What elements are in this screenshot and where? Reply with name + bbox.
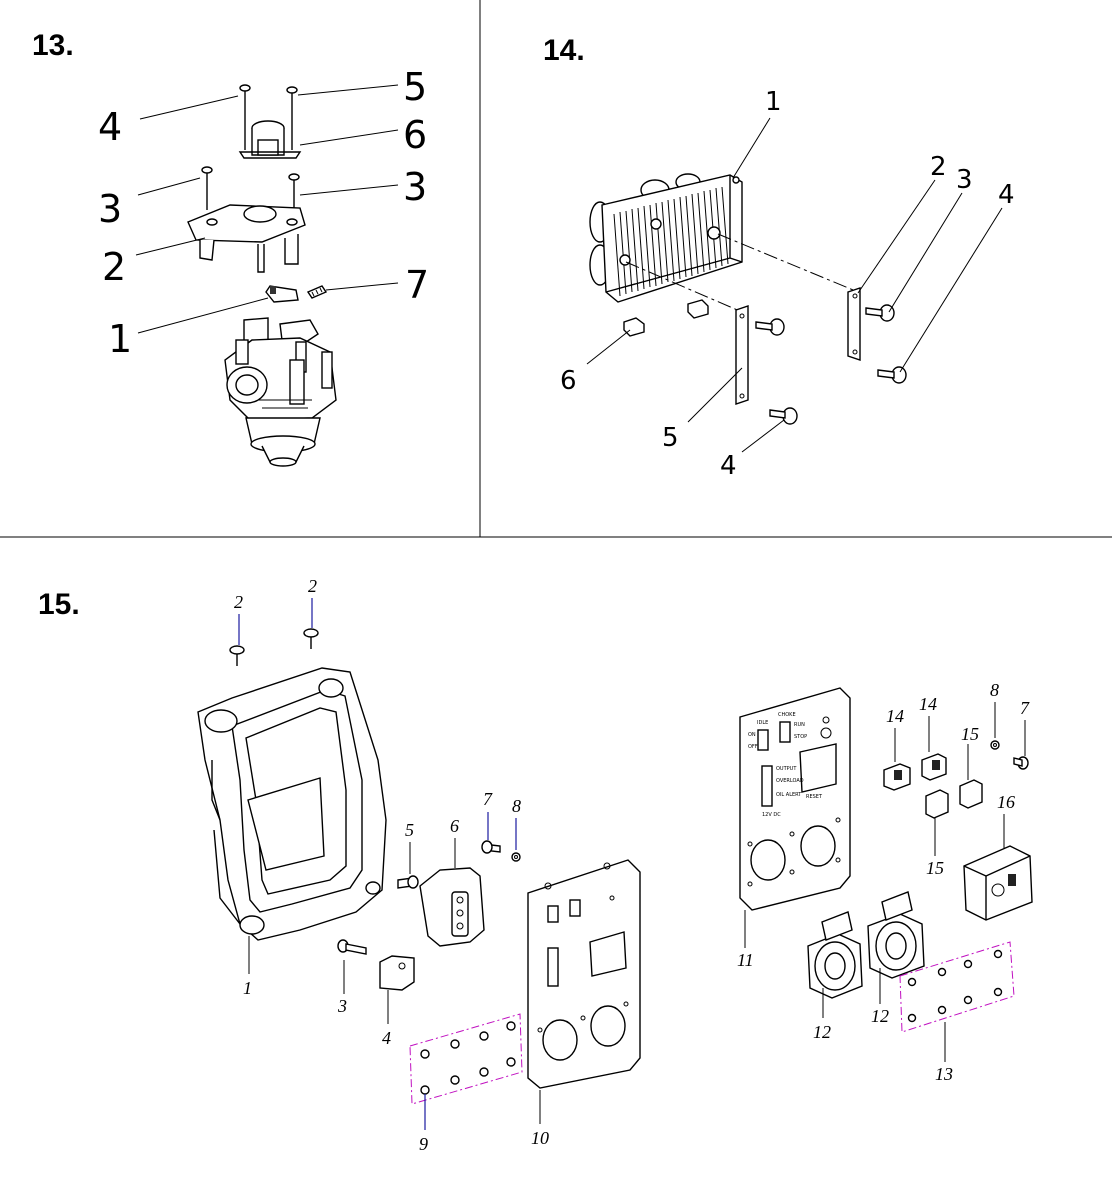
callout-2: 2 — [102, 245, 126, 289]
callout-15: 15 — [926, 858, 944, 878]
callout-15: 15 — [961, 724, 979, 744]
mounting-bracket-left — [735, 305, 798, 425]
screw-set-13 — [899, 941, 1015, 1033]
plate-label-overload: OVERLOAD — [776, 778, 804, 784]
nut-set-9 — [409, 1013, 523, 1105]
callout-16: 16 — [997, 792, 1015, 812]
callout-5: 5 — [403, 65, 427, 109]
plate-label-idle: IDLE — [757, 720, 768, 726]
panel-label: 13. — [32, 29, 74, 62]
callout-8: 8 — [512, 796, 521, 816]
plate-label-off: OFF — [748, 744, 758, 750]
panel-13: 13. — [32, 29, 429, 467]
callout-6: 6 — [403, 113, 427, 157]
panel-label: 15. — [38, 588, 80, 621]
callout-4: 4 — [998, 180, 1015, 210]
choke-lever-and-spring — [265, 285, 328, 303]
panel-15: 15. — [38, 576, 1033, 1154]
fuel-solenoid-part — [238, 84, 302, 159]
callout-5: 5 — [662, 423, 679, 453]
callout-4: 4 — [98, 105, 122, 149]
mounting-bracket-right — [847, 287, 907, 384]
plate-label-oil-alert: OIL ALERT — [776, 792, 802, 798]
plate-label-output: OUTPUT — [776, 766, 797, 772]
switches-and-covers — [883, 740, 1029, 819]
callout-2: 2 — [234, 592, 243, 612]
heatsink-fins — [613, 186, 729, 297]
inverter-heatsink-part — [589, 173, 743, 303]
callout-5: 5 — [405, 820, 414, 840]
carb-bracket-part — [187, 166, 306, 273]
front-frame-part — [197, 667, 387, 941]
plate-label-run: RUN — [794, 722, 805, 728]
callout-14: 14 — [919, 694, 937, 714]
callout-12: 12 — [813, 1022, 831, 1042]
outlet-cover-assembly — [397, 840, 521, 947]
callout-7: 7 — [483, 789, 493, 809]
callout-10: 10 — [531, 1128, 549, 1148]
callout-6: 6 — [450, 816, 459, 836]
callout-7: 7 — [1020, 698, 1030, 718]
plate-label-choke: CHOKE — [778, 712, 796, 718]
callout-3: 3 — [956, 165, 973, 195]
callout-1: 1 — [243, 978, 252, 998]
panel-label: 14. — [543, 34, 585, 67]
socket-outlets — [807, 891, 925, 999]
panel-14: 14. — [543, 34, 1015, 481]
callout-9: 9 — [419, 1134, 428, 1154]
callout-6: 6 — [560, 366, 577, 396]
connector-blocks — [623, 299, 709, 337]
junction-box-16 — [963, 845, 1033, 921]
callout-3: 3 — [98, 187, 122, 231]
callout-12: 12 — [871, 1006, 889, 1026]
control-panel-11: IDLE ON OFF CHOKE RUN STOP OUTPUT OVERLO… — [739, 687, 851, 911]
callout-4: 4 — [382, 1028, 391, 1048]
callout-2: 2 — [930, 152, 947, 182]
callout-7: 7 — [405, 263, 429, 307]
callout-14: 14 — [886, 706, 904, 726]
callout-1: 1 — [108, 317, 132, 361]
callout-4: 4 — [720, 451, 737, 481]
callout-2: 2 — [308, 576, 317, 596]
callout-3: 3 — [337, 996, 347, 1016]
callout-8: 8 — [990, 680, 999, 700]
callout-1: 1 — [765, 87, 782, 117]
plate-label-stop: STOP — [794, 734, 807, 740]
bracket-block-assembly — [337, 939, 415, 991]
callout-11: 11 — [737, 950, 754, 970]
plate-label-12v: 12V DC — [762, 812, 781, 818]
plate-label-reset: RESET — [806, 794, 823, 800]
frame-screws — [229, 598, 319, 666]
carburetor-part — [224, 317, 337, 467]
callout-13: 13 — [935, 1064, 953, 1084]
plate-label-on: ON — [748, 732, 756, 738]
panel-plate-10 — [527, 859, 641, 1089]
callout-3: 3 — [403, 165, 427, 209]
